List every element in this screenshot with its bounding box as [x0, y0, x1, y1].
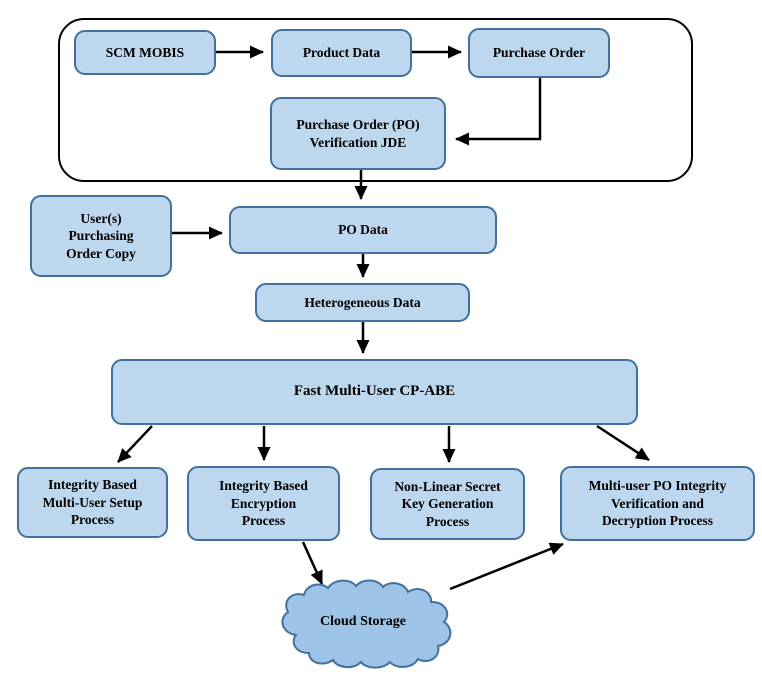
cloud-shape: [281, 579, 452, 669]
arrow-cloud-to-verification: [449, 542, 564, 591]
node-fast-multi-user-cp-abe: Fast Multi-User CP-ABE: [111, 359, 638, 425]
node-non-linear-key-generation: Non-Linear Secret Key Generation Process: [370, 468, 525, 540]
node-users-purchasing-order-copy: User(s) Purchasing Order Copy: [30, 195, 172, 277]
arrow-cpabe-to-verification: [596, 424, 650, 462]
node-integrity-multi-user-setup: Integrity Based Multi-User Setup Process: [17, 467, 168, 538]
node-verification-decryption: Multi-user PO Integrity Verification and…: [560, 466, 755, 541]
node-heterogeneous-data: Heterogeneous Data: [255, 283, 470, 322]
node-po-data: PO Data: [229, 206, 497, 254]
cloud-storage-label: Cloud Storage: [320, 614, 406, 629]
node-product-data: Product Data: [271, 29, 412, 77]
arrow-cpabe-to-setup: [117, 425, 153, 463]
node-integrity-encryption: Integrity Based Encryption Process: [187, 466, 340, 541]
node-po-verification-jde: Purchase Order (PO) Verification JDE: [270, 97, 446, 170]
arrow-purchase-to-jde: [455, 78, 542, 146]
node-purchase-order: Purchase Order: [468, 28, 610, 78]
arrow-encryption-to-cloud: [301, 541, 324, 585]
node-scm-mobis: SCM MOBIS: [74, 30, 216, 75]
